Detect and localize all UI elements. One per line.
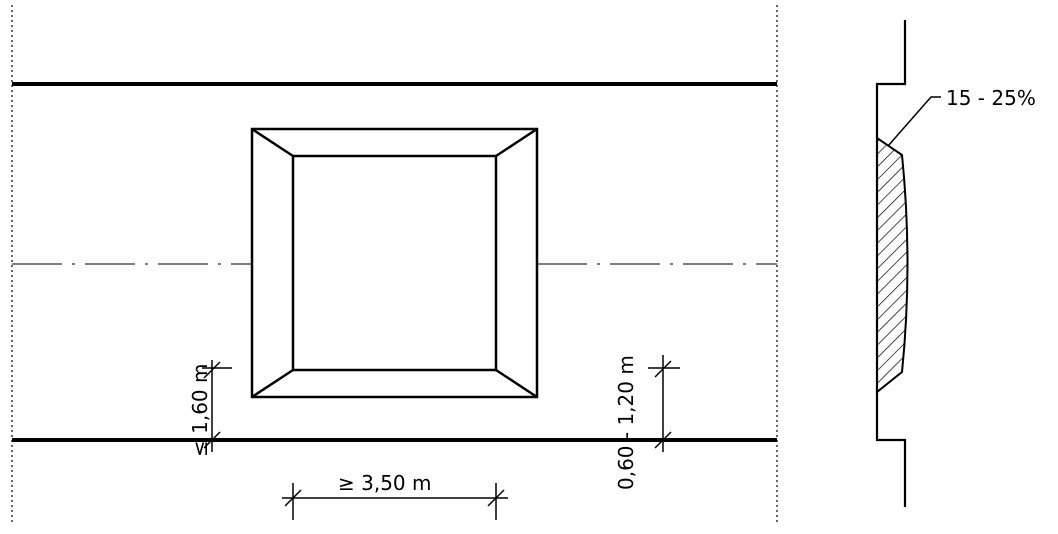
- ramp-corner-tr: [495, 127, 538, 158]
- label-distance: 0,60 - 1,20 m: [614, 355, 638, 490]
- label-slope: 15 - 25%: [946, 86, 1036, 110]
- plateau-inner: [291, 154, 498, 372]
- raised-plateau: [250, 127, 539, 399]
- ramp-corner-br: [495, 368, 538, 399]
- label-max-width: ≤ 1,60 m: [188, 364, 212, 458]
- dimension-distance: [648, 355, 680, 452]
- dimension-length: [282, 483, 508, 520]
- slope-leader-line: [887, 96, 941, 147]
- dimension-max-width: [202, 360, 232, 452]
- ramp-corner-tl: [251, 127, 294, 158]
- section-hump-hatched: [876, 136, 909, 395]
- ramp-corner-bl: [251, 368, 294, 399]
- plateau-outer: [250, 127, 539, 399]
- label-length: ≥ 3,50 m: [338, 471, 432, 495]
